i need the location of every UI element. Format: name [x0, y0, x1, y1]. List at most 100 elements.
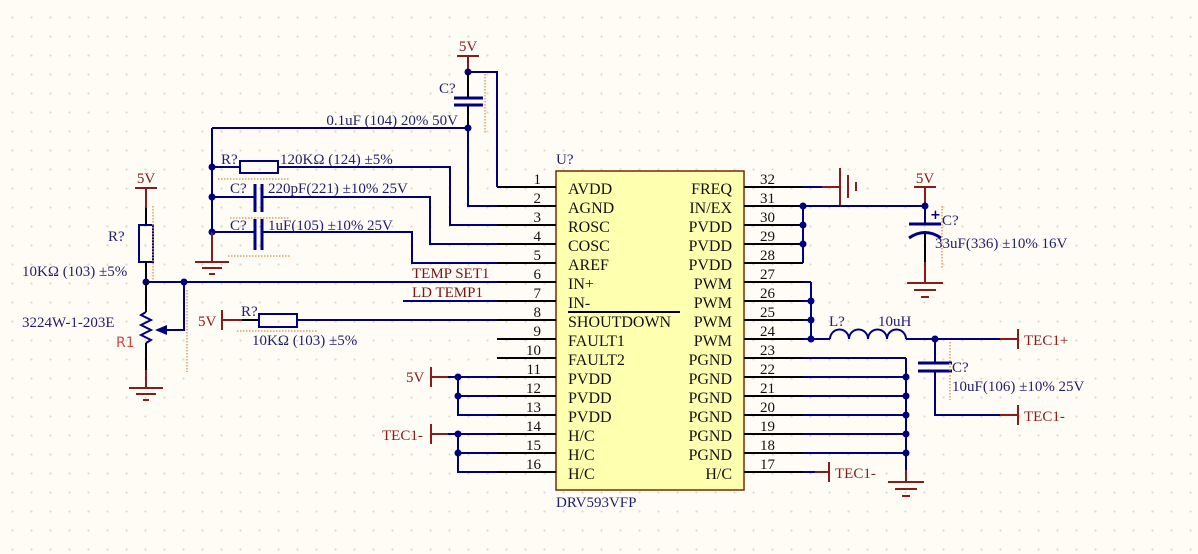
wire-avdd: [468, 71, 498, 187]
potentiometer-r1[interactable]: [138, 282, 167, 370]
resistor-rosc[interactable]: [239, 160, 279, 174]
pot-part-number: 3224W-1-203E: [22, 315, 114, 331]
pin-number: 1: [534, 172, 542, 188]
pin-name: PVDD: [688, 238, 732, 255]
resistor-value: 10KΩ (103) ±5%: [22, 264, 127, 280]
ic-pin-16[interactable]: 16H/C: [497, 457, 595, 483]
port-tec1-minus-right[interactable]: TEC1-: [1000, 405, 1065, 425]
ic-body[interactable]: [555, 170, 745, 491]
port-tec1-minus-left[interactable]: TEC1-: [382, 424, 448, 444]
port-tec1-minus-hc[interactable]: TEC1-: [815, 462, 876, 482]
power-port-5v-top[interactable]: 5V: [457, 39, 479, 72]
pot-wiper-arrow-icon: [155, 325, 167, 335]
ic-pin-14[interactable]: 14H/C: [497, 419, 595, 445]
power-label: 5V: [198, 314, 217, 330]
port-tec1-plus[interactable]: TEC1+: [1000, 329, 1068, 349]
pin-number: 28: [760, 248, 775, 264]
cap-value: 10uF(106) ±10% 25V: [952, 379, 1085, 395]
port-label: TEC1-: [382, 428, 423, 444]
ic-u[interactable]: 1AVDD2AGND3ROSC4COSC5AREF6IN+7IN-8SHOUTD…: [497, 170, 803, 491]
capacitor-output[interactable]: [918, 339, 952, 373]
power-port-5v-pvdd[interactable]: 5V: [406, 367, 448, 387]
pin-name: FAULT2: [568, 352, 625, 369]
ic-pin-17[interactable]: 17H/C: [705, 457, 803, 483]
capacitor-bulk-electrolytic[interactable]: +: [908, 206, 942, 262]
pin-number: 5: [534, 248, 542, 264]
ic-pin-7[interactable]: 7IN-: [497, 286, 590, 312]
power-port-5v-pot[interactable]: 5V: [135, 171, 157, 208]
capacitor-cosc[interactable]: [253, 184, 264, 212]
pin-name: H/C: [568, 466, 595, 483]
pin-number: 32: [760, 172, 775, 188]
pin-name: PVDD: [688, 219, 732, 236]
junction: [799, 221, 807, 229]
pin-number: 6: [534, 267, 542, 283]
power-label: 5V: [916, 171, 935, 187]
resistor-divider[interactable]: [138, 224, 154, 263]
pin-name: PGND: [688, 352, 732, 369]
power-port-5v-bulk[interactable]: 5V: [914, 171, 936, 206]
ic-pin-6[interactable]: 6IN+: [497, 267, 594, 293]
pin-number: 31: [760, 191, 775, 207]
pin-name: SHOUTDOWN: [568, 314, 672, 331]
capacitor-aref[interactable]: [253, 219, 264, 250]
pin-name: ROSC: [568, 219, 610, 236]
ground-symbol[interactable]: [888, 470, 924, 497]
pin-name: PVDD: [568, 371, 612, 388]
pin-name: PGND: [688, 371, 732, 388]
ic-pin-15[interactable]: 15H/C: [497, 438, 595, 464]
pin-name: IN-: [568, 295, 590, 312]
capacitor-decoupling[interactable]: [454, 72, 483, 128]
pin-number: 3: [534, 210, 542, 226]
power-port-5v-shutdown[interactable]: 5V: [198, 310, 242, 330]
ground-symbol-rotated[interactable]: [822, 168, 857, 205]
pin-number: 24: [760, 324, 776, 340]
junction: [902, 430, 910, 438]
wire-cosc: [262, 196, 497, 245]
plus-polarity-icon: +: [930, 208, 941, 223]
pin-number: 15: [526, 438, 541, 454]
ground-symbol[interactable]: [907, 262, 943, 298]
ic-part-number: DRV593VFP: [556, 495, 637, 511]
cap-value: 0.1uF (104) 20% 50V: [326, 113, 458, 129]
junction: [454, 373, 462, 381]
junction: [902, 411, 910, 419]
cap-value: 1uF(105) ±10% 25V: [268, 218, 393, 234]
pin-name: FREQ: [691, 181, 732, 198]
pin-number: 22: [760, 362, 775, 378]
inductor-l[interactable]: [829, 328, 907, 340]
resistor-shutdown[interactable]: [258, 313, 298, 328]
ground-symbol[interactable]: [195, 232, 229, 275]
ground-symbol[interactable]: [129, 370, 163, 401]
pin-number: 30: [760, 210, 775, 226]
pin-name: PGND: [688, 409, 732, 426]
cap-designator: C?: [952, 360, 969, 376]
pin-number: 14: [526, 419, 542, 435]
